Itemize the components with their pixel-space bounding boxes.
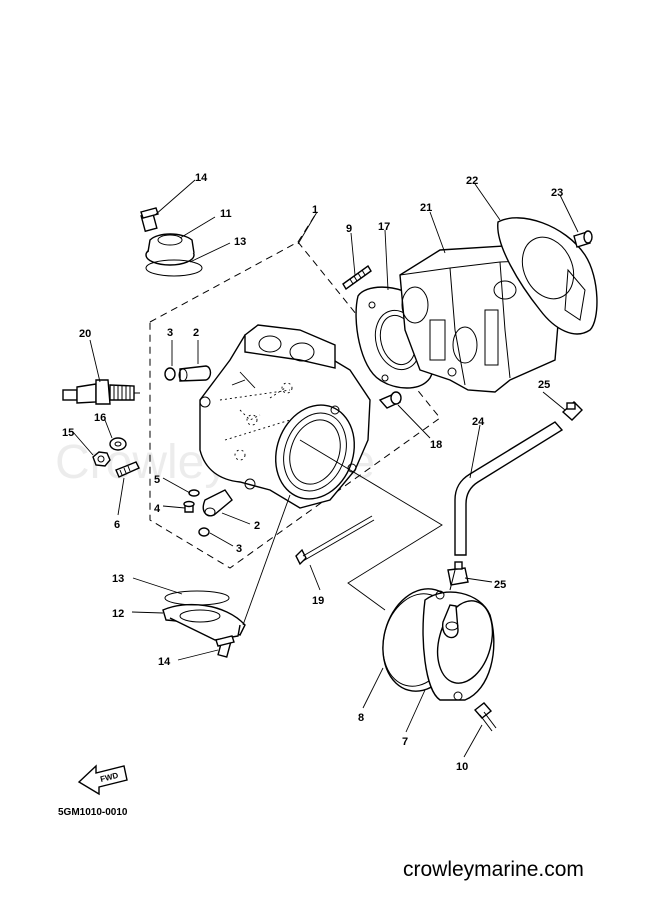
callout-15: 15: [62, 427, 74, 439]
thermostat-cover-bottom: [162, 590, 246, 658]
callout-3-bottom: 3: [236, 543, 242, 555]
sensor-parts-upper: [164, 365, 212, 382]
thermostat-cover-top: [140, 207, 203, 277]
exhaust-cover: [382, 569, 497, 732]
callout-11: 11: [220, 208, 232, 220]
nut-and-washer: [92, 437, 127, 467]
callout-21: 21: [420, 202, 432, 214]
callout-22: 22: [466, 175, 478, 187]
dowel-pin: [378, 391, 402, 409]
leader-lines: [72, 179, 579, 758]
callout-4: 4: [154, 503, 161, 515]
sensor-parts-lower: [183, 489, 233, 537]
callout-1: 1: [312, 204, 318, 216]
callout-14-bottom: 14: [158, 656, 171, 668]
callout-18: 18: [430, 439, 442, 451]
callout-25-top: 25: [538, 379, 550, 391]
diagram-code: 5GM1010-0010: [58, 807, 128, 818]
footer-site-name: crowleymarine.com: [403, 858, 584, 881]
callout-20: 20: [79, 328, 91, 340]
assembly-bracket: [299, 439, 443, 611]
dowel-pin-23: [573, 230, 593, 248]
callout-25-bottom: 25: [494, 579, 506, 591]
callout-24: 24: [472, 416, 485, 428]
callout-8: 7: [402, 736, 408, 748]
callout-3-top: 3: [167, 327, 173, 339]
spark-plug: [62, 379, 140, 405]
callout-14-top: 14: [195, 172, 208, 184]
callout-13-top: 13: [234, 236, 246, 248]
callout-23: 23: [551, 187, 563, 199]
callout-labels: 14 11 13 1 9 17 21 22 23 20 3 2 16 15 5 …: [62, 172, 563, 773]
forward-arrow-icon: FWD: [77, 764, 128, 796]
callout-12: 12: [112, 608, 124, 620]
callout-10: 10: [456, 761, 468, 773]
callout-6: 6: [114, 519, 120, 531]
callout-17: 17: [378, 221, 390, 233]
cylinder-base-gasket: [497, 217, 598, 335]
callout-13-bottom: 13: [112, 573, 124, 585]
callout-2-top: 2: [193, 327, 199, 339]
callout-19: 19: [312, 595, 324, 607]
callout-7: 9: [346, 223, 352, 235]
callout-9: 8: [358, 712, 364, 724]
callout-5: 5: [154, 474, 160, 486]
fwd-label: FWD: [99, 771, 119, 784]
callout-16: 16: [94, 412, 106, 424]
callout-2-bottom: 2: [254, 520, 260, 532]
long-bolt: [295, 515, 375, 566]
water-hose: [447, 401, 583, 586]
stud-bolt-7: [342, 264, 372, 291]
stud-bolt-6: [115, 461, 140, 478]
